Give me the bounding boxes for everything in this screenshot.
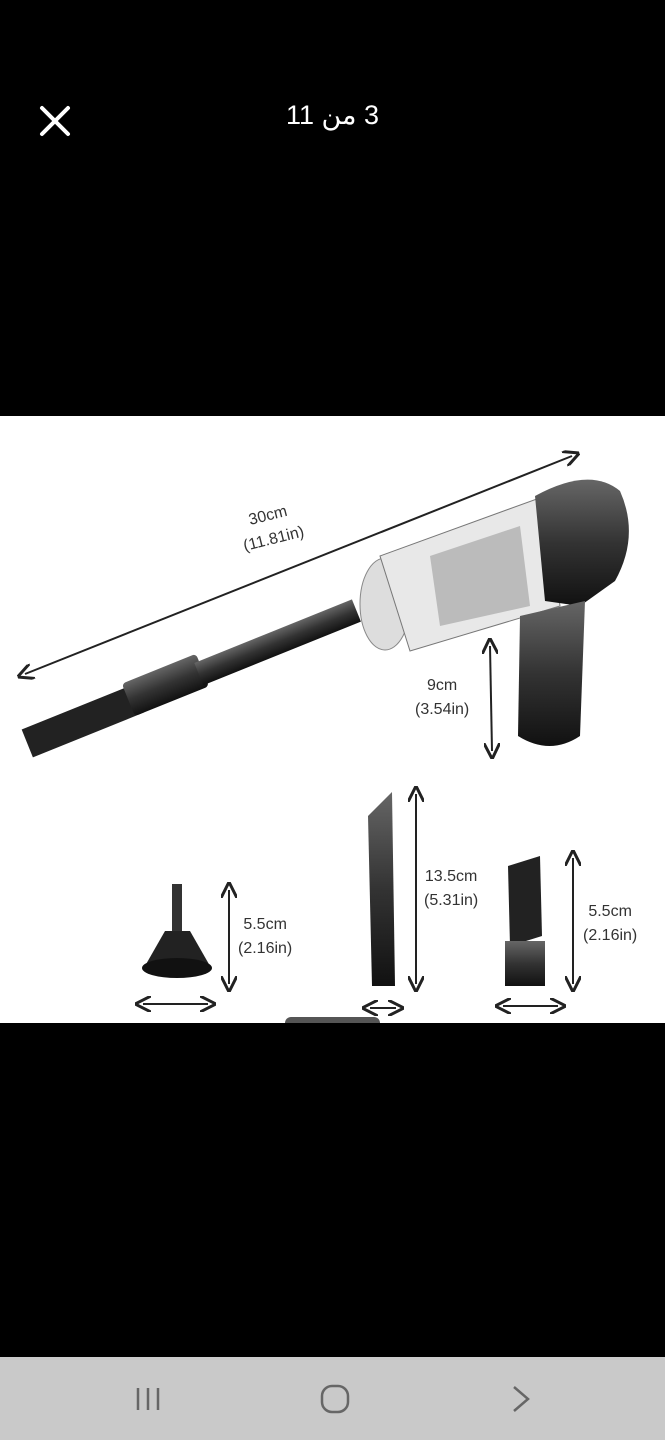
vacuum-body [359, 479, 629, 746]
close-button[interactable] [38, 104, 72, 138]
recent-apps-button[interactable] [118, 1377, 178, 1421]
image-indicator [285, 1017, 380, 1023]
product-image[interactable]: 30cm(11.81in) 9cm(3.54in) 5.5cm(2.16in) … [0, 416, 665, 1023]
vacuum-illustration [0, 416, 629, 1023]
cone-label: 5.5cm(2.16in) [238, 916, 293, 957]
image-counter: 3 من 11 [285, 100, 380, 130]
cone-nozzle [142, 884, 212, 978]
crevice-nozzle [368, 792, 395, 986]
handle-arrow [490, 646, 492, 751]
home-icon [320, 1384, 350, 1414]
small-brush-nozzle [505, 856, 545, 986]
crevice-label: 13.5cm(5.31in) [424, 868, 479, 909]
back-icon [513, 1386, 530, 1412]
brush-label: 5.5cm(2.16in) [583, 903, 638, 944]
brush-nozzle [21, 599, 361, 758]
handle-label: 9cm(3.54in) [415, 677, 470, 718]
home-button[interactable] [305, 1377, 365, 1421]
recent-apps-icon [136, 1388, 160, 1410]
close-icon [40, 106, 70, 136]
back-button[interactable] [492, 1377, 552, 1421]
navigation-bar [0, 1357, 665, 1440]
length-arrow [25, 456, 572, 674]
